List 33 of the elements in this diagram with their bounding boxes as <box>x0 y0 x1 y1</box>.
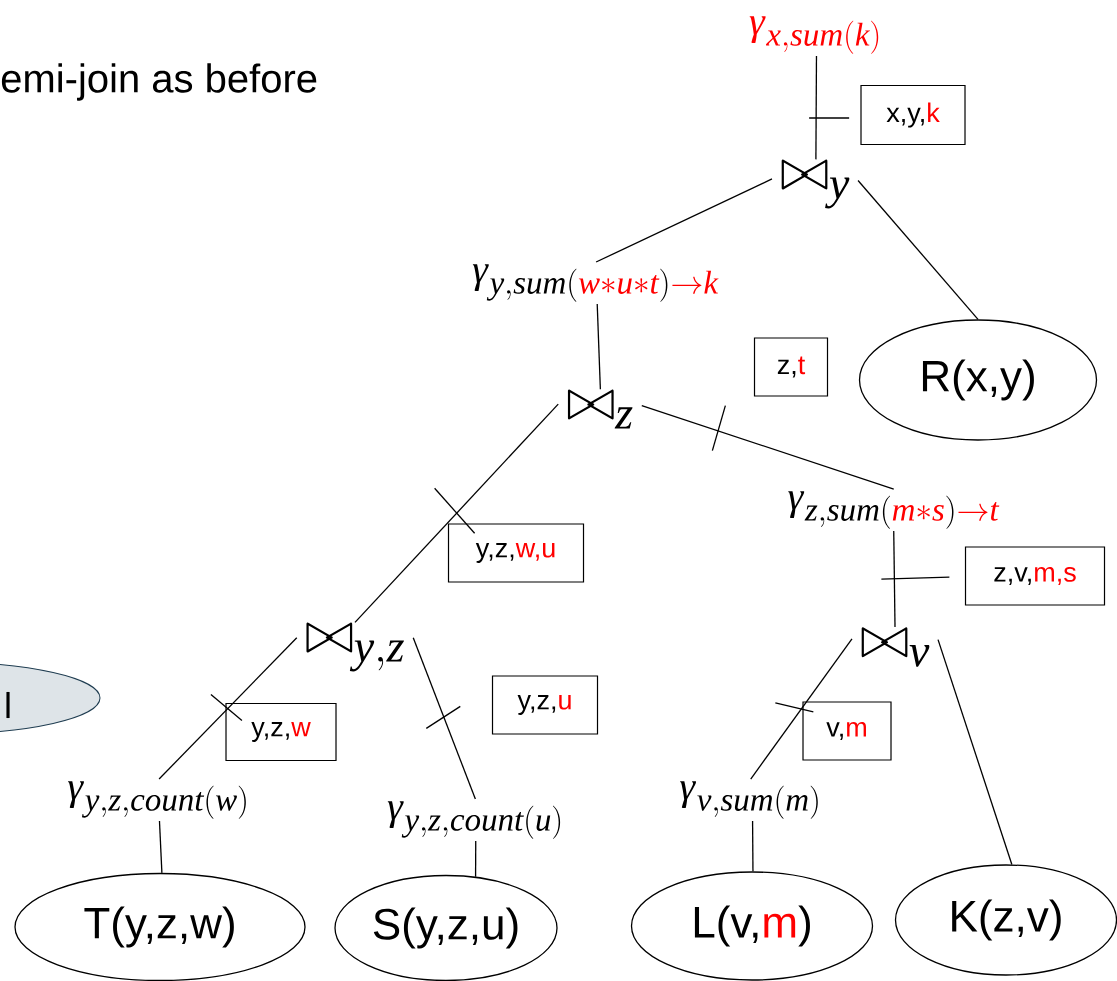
connector-line <box>937 639 1013 866</box>
connector-line <box>158 820 163 874</box>
formula-label: $\textcolor{red}{\gamma_{x,sum(k)}}$ <box>749 16 879 54</box>
attribute-box: y,z,u <box>491 675 599 735</box>
join-symbol: $\bowtie_{y}$ <box>781 159 850 209</box>
connector-line <box>893 530 896 628</box>
formula-label: $\gamma_{z,sum(\textcolor{red}{m{\ast}s})\textcolor{red}{\rightarrow t}}$ <box>788 491 1000 529</box>
connector-line <box>474 840 477 878</box>
connector-line <box>158 637 298 780</box>
ellipse-button: l <box>0 661 101 735</box>
formula-label: $\gamma_{y,z,count(w)}$ <box>68 781 246 819</box>
join-symbol: $\bowtie_{z}$ <box>567 389 633 429</box>
connector-line <box>354 403 559 623</box>
connector-line <box>641 404 895 490</box>
attribute-box: y,z,w,u <box>447 523 585 583</box>
attribute-box: z,v,m,s <box>964 546 1106 606</box>
connector-line <box>750 638 853 780</box>
formula-label: $\gamma_{v,sum(m)}$ <box>680 781 818 819</box>
attribute-box: x,y,k <box>860 84 966 146</box>
attribute-box: y,z,w <box>225 702 337 762</box>
formula-label: $\gamma_{y,z,count(u)}$ <box>387 801 561 839</box>
connector-line <box>815 55 818 160</box>
formula-label: $\gamma_{y,sum(\textcolor{red}{w{\ast}u{\ast}t})\textcolor{red}{\rightarrow k}}$ <box>472 264 719 302</box>
connector-line <box>596 303 601 390</box>
connector-line <box>857 179 979 320</box>
attribute-box: v,m <box>802 701 892 761</box>
attribute-box: z,t <box>753 337 829 397</box>
connector-line <box>751 820 754 872</box>
connector-line <box>412 637 476 800</box>
heading-text: emi-join as before <box>1 63 317 101</box>
join-symbol: $\bowtie_{y,z}$ <box>306 622 404 672</box>
connector-line <box>595 178 773 263</box>
join-symbol: $\bowtie_{v}$ <box>861 627 930 667</box>
